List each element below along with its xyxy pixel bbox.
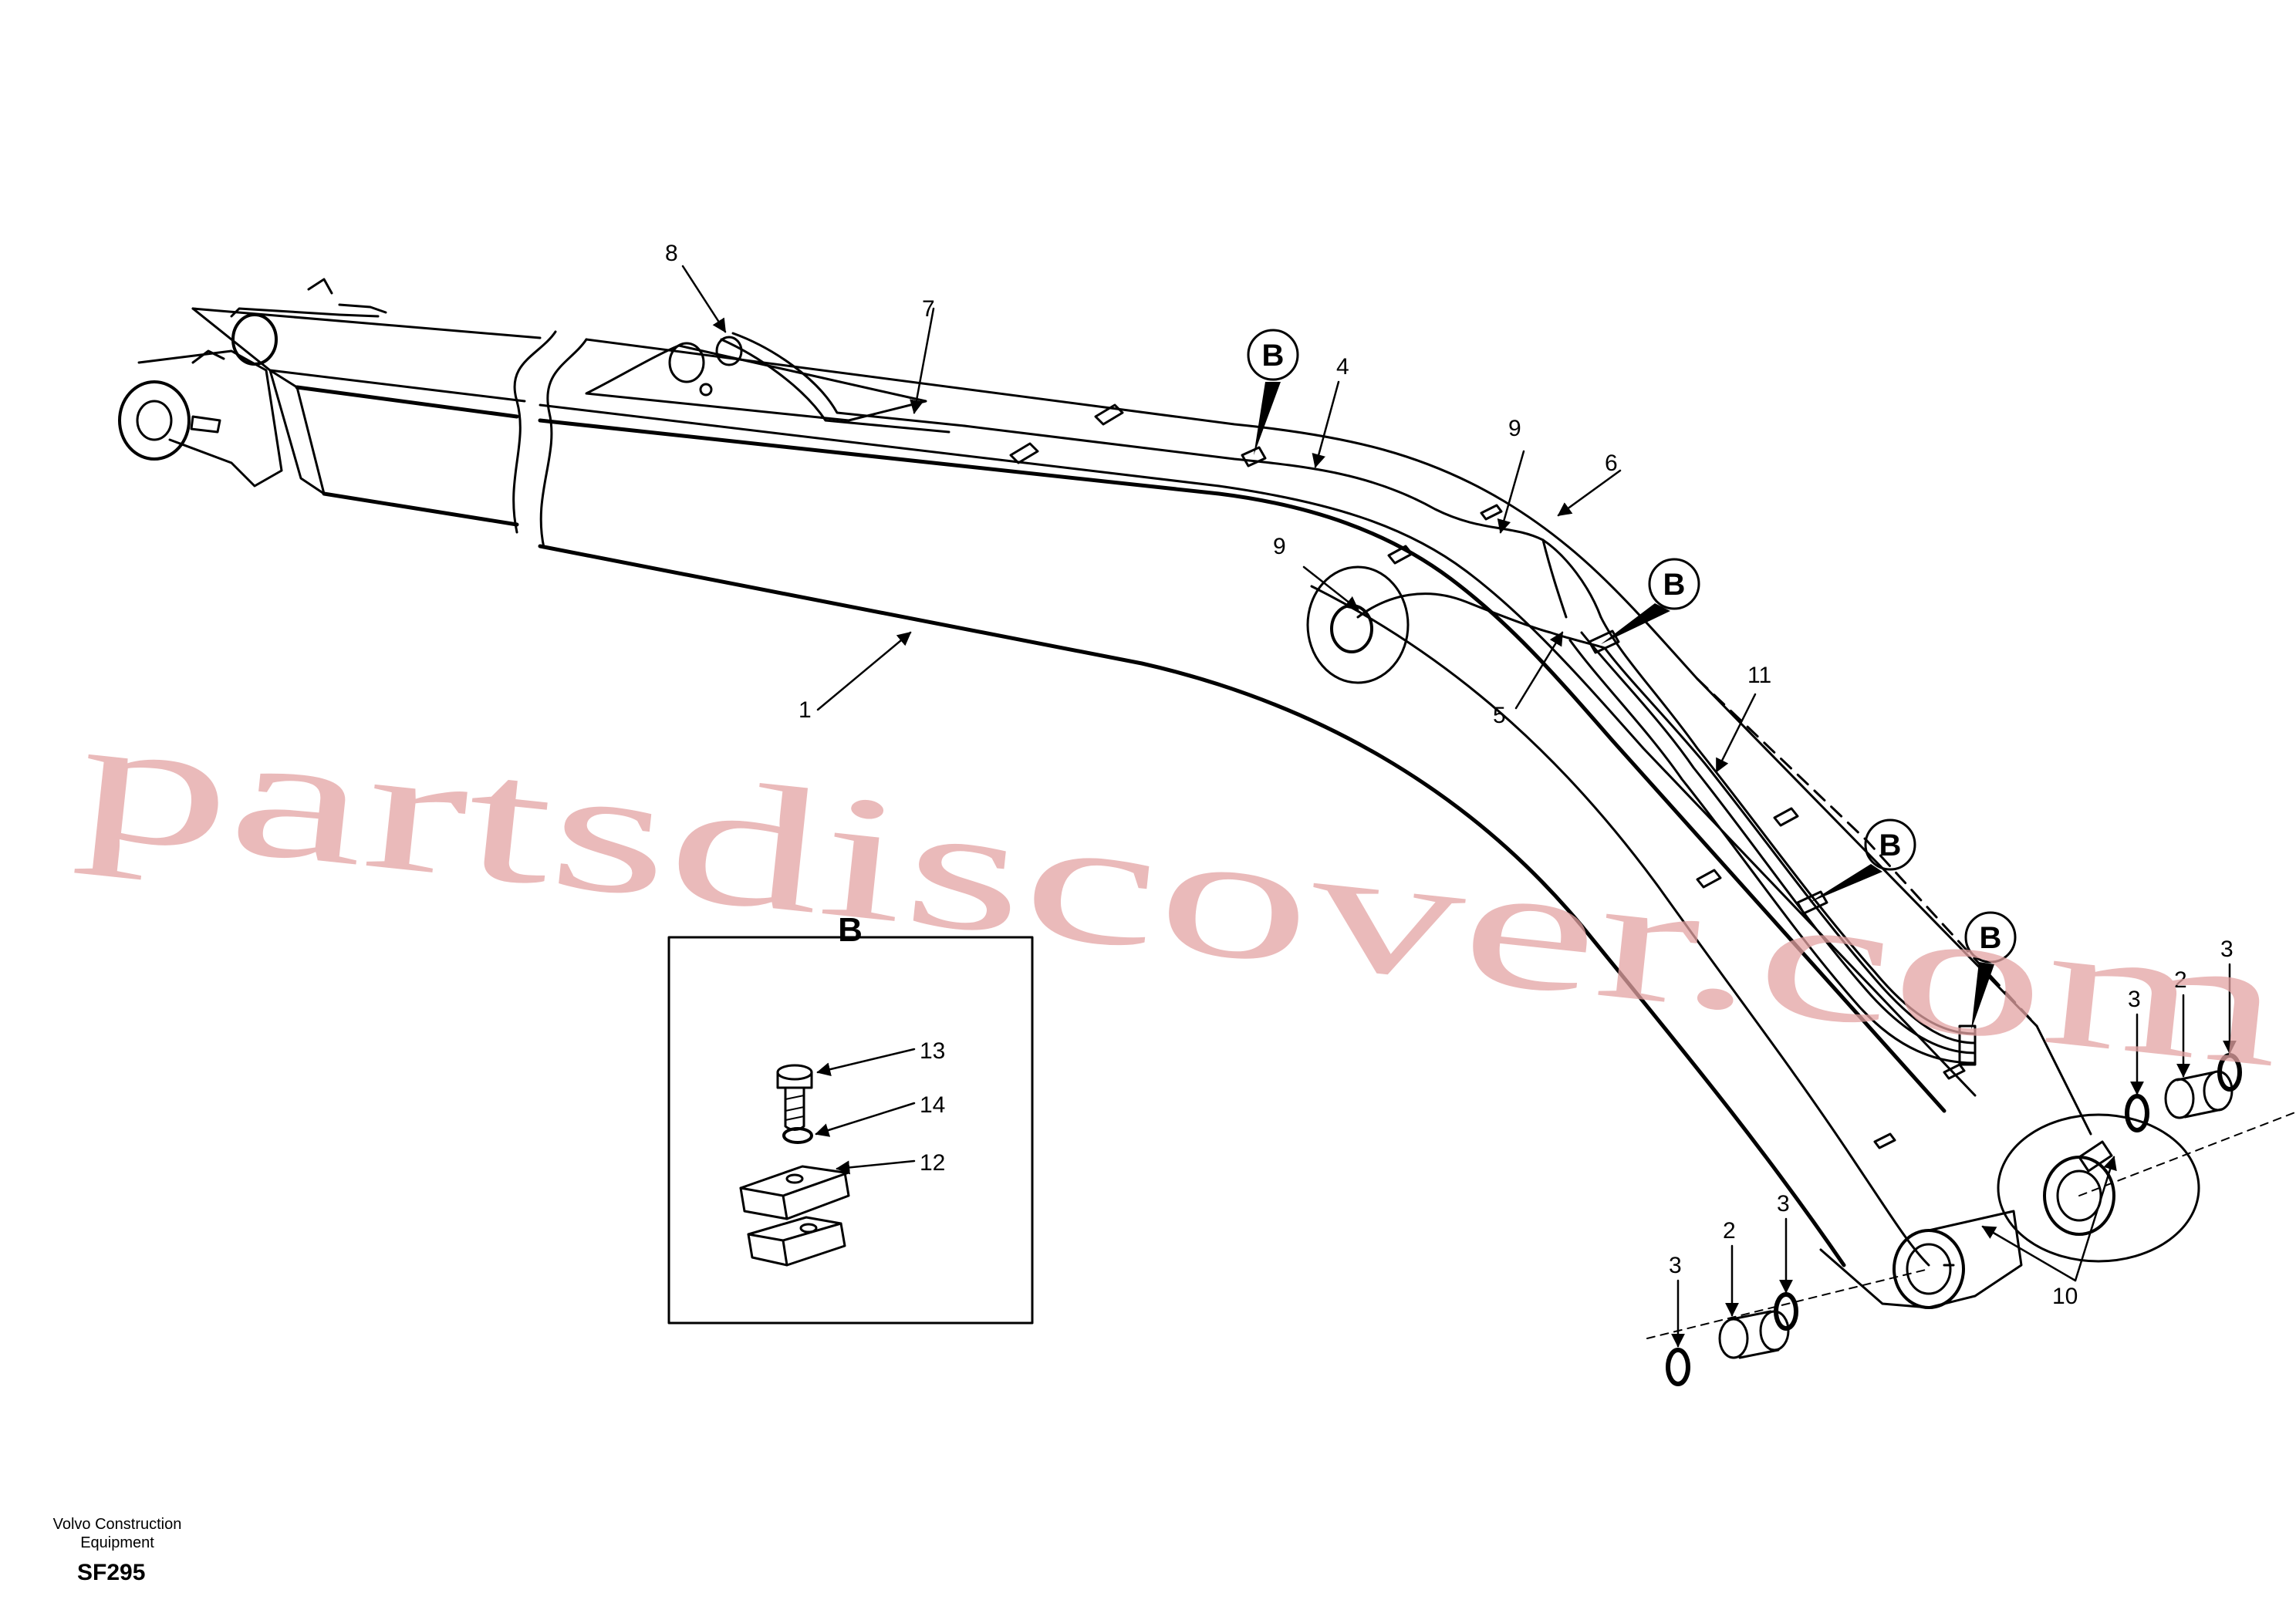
label-11: 11 <box>1747 663 1771 688</box>
label-14: 14 <box>920 1092 945 1118</box>
hidden-lines <box>1646 677 2296 1339</box>
footer: Volvo Construction Equipment SF295 <box>53 1516 182 1585</box>
label-7: 7 <box>922 296 935 322</box>
label-2-upper: 2 <box>2174 967 2187 993</box>
callout-b-3: B <box>1809 818 1916 903</box>
callout-b-4: B <box>1964 911 2017 1030</box>
clamp-upper <box>739 1165 850 1220</box>
drawing-code: SF295 <box>77 1560 145 1585</box>
label-10: 10 <box>2052 1284 2078 1309</box>
label-4: 4 <box>1336 354 1349 380</box>
callout-b-2-text: B <box>1663 568 1686 602</box>
label-3-lower-right: 3 <box>1777 1191 1790 1217</box>
watermark: partsdiscover.com <box>69 677 2292 1105</box>
label-8: 8 <box>665 241 678 266</box>
label-3-lower-left: 3 <box>1669 1253 1682 1278</box>
label-9-upper: 9 <box>1508 416 1521 441</box>
callout-b-2: B <box>1601 558 1700 644</box>
callout-b-1-text: B <box>1262 339 1285 373</box>
callout-b-4-text: B <box>1980 921 2002 955</box>
label-3-upper-right: 3 <box>2220 937 2234 962</box>
label-12: 12 <box>920 1150 945 1176</box>
hoses <box>720 332 1977 1066</box>
detail-b-title: B <box>838 911 863 949</box>
label-3-upper-left: 3 <box>2128 987 2141 1012</box>
bolt <box>776 1064 813 1131</box>
label-5: 5 <box>1493 703 1506 728</box>
label-9-lower: 9 <box>1273 534 1286 559</box>
leader-lines <box>681 265 2237 1348</box>
washer <box>782 1127 813 1144</box>
bushing-set-upper <box>2125 1053 2242 1132</box>
clamp-lower <box>747 1216 846 1267</box>
label-6: 6 <box>1605 451 1618 476</box>
callout-b-3-text: B <box>1879 829 1902 862</box>
company-name-line1: Volvo Construction <box>53 1516 182 1533</box>
part-labels: 1 4 5 6 7 8 9 9 10 11 3 2 3 3 2 3 <box>665 241 2234 1309</box>
boom <box>118 278 2200 1309</box>
detail-b-box: B 13 14 12 <box>667 911 1034 1325</box>
detail-callouts: B B B B <box>1247 329 2017 1030</box>
company-name-line2: Equipment <box>80 1534 154 1551</box>
bushing-set-lower <box>1666 1292 1798 1386</box>
label-13: 13 <box>920 1038 945 1064</box>
callout-b-1: B <box>1247 329 1299 455</box>
label-1: 1 <box>799 697 812 723</box>
label-2-lower: 2 <box>1723 1218 1736 1244</box>
